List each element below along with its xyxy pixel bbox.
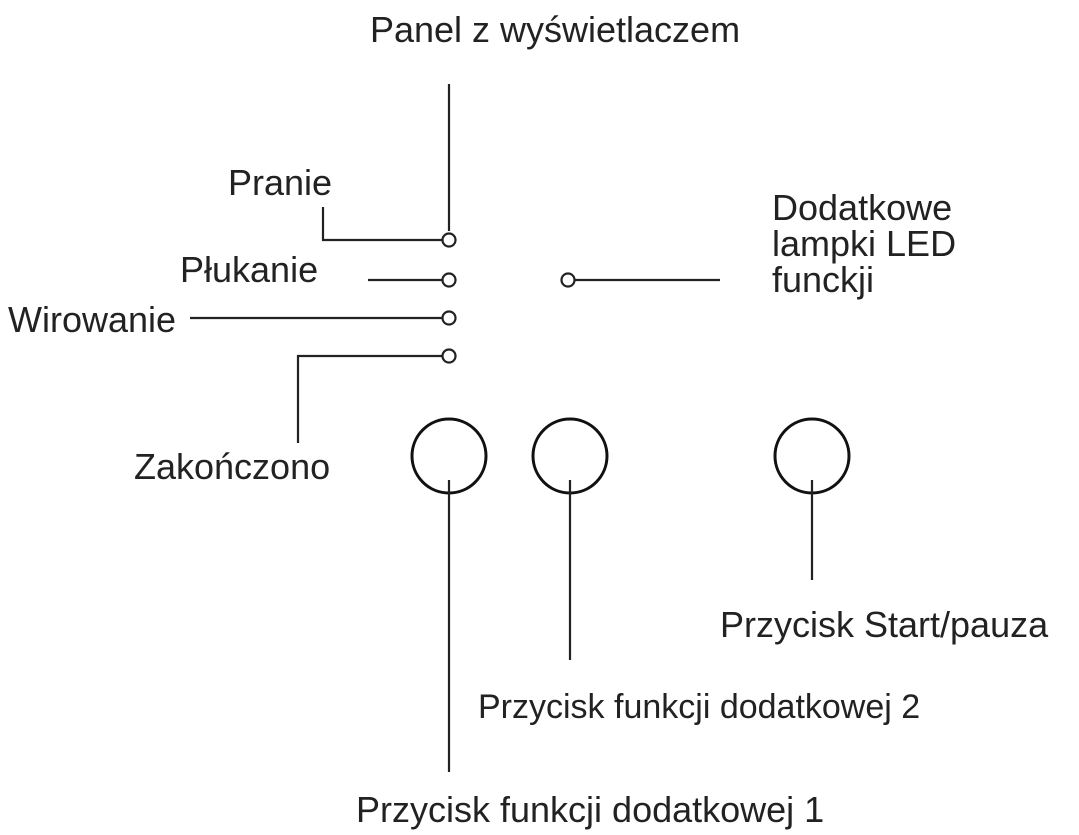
label-display-panel: Panel z wyświetlaczem <box>370 9 740 50</box>
label-start-pause: Przycisk Start/pauza <box>720 604 1049 645</box>
led-done <box>441 348 457 364</box>
led-extra-function <box>560 272 576 288</box>
label-extra-led-line1: Dodatkowe <box>772 187 952 228</box>
label-extra-led: Dodatkowe lampki LED funckji <box>772 187 966 300</box>
label-done: Zakończono <box>134 446 330 487</box>
led-wash <box>441 232 457 248</box>
label-spin: Wirowanie <box>8 299 176 340</box>
label-extra-led-line3: funckji <box>772 259 874 300</box>
leader-done <box>296 354 442 443</box>
label-wash: Pranie <box>228 162 332 203</box>
led-rinse <box>441 272 457 288</box>
label-rinse: Płukanie <box>180 249 318 290</box>
leader-wash <box>321 207 442 242</box>
led-spin <box>441 310 457 326</box>
label-extra-led-line2: lampki LED <box>772 223 956 264</box>
label-extra-function-1: Przycisk funkcji dodatkowej 1 <box>356 789 824 830</box>
label-extra-function-2: Przycisk funkcji dodatkowej 2 <box>478 688 920 726</box>
